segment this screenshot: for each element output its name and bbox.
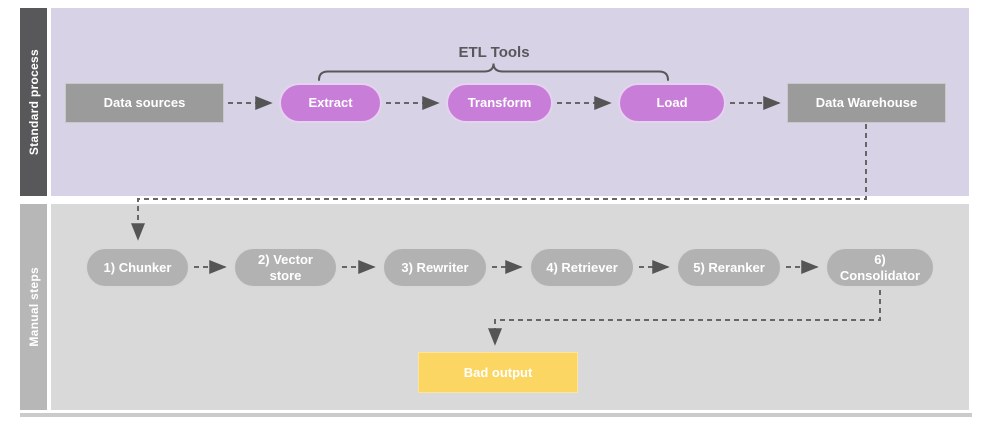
node-reranker[interactable]: 5) Reranker — [676, 247, 782, 288]
node-retriever[interactable]: 4) Retriever — [529, 247, 635, 288]
next-lane-edge — [20, 413, 972, 417]
node-vector-store[interactable]: 2) Vector store — [233, 247, 338, 288]
node-load[interactable]: Load — [618, 83, 726, 123]
lane-standard-process-label: Standard process — [20, 8, 47, 196]
node-consolidator[interactable]: 6) Consolidator — [825, 247, 935, 288]
etl-tools-label: ETL Tools — [458, 44, 530, 61]
node-transform[interactable]: Transform — [446, 83, 553, 123]
lane-manual-steps-label: Manual steps — [20, 204, 47, 410]
node-rewriter[interactable]: 3) Rewriter — [382, 247, 488, 288]
lane-manual-steps-text: Manual steps — [26, 267, 41, 347]
node-data-warehouse[interactable]: Data Warehouse — [787, 83, 946, 123]
node-bad-output[interactable]: Bad output — [418, 352, 578, 393]
lane-standard-process-text: Standard process — [26, 48, 41, 156]
node-chunker[interactable]: 1) Chunker — [85, 247, 190, 288]
node-data-sources[interactable]: Data sources — [65, 83, 224, 123]
node-extract[interactable]: Extract — [279, 83, 382, 123]
